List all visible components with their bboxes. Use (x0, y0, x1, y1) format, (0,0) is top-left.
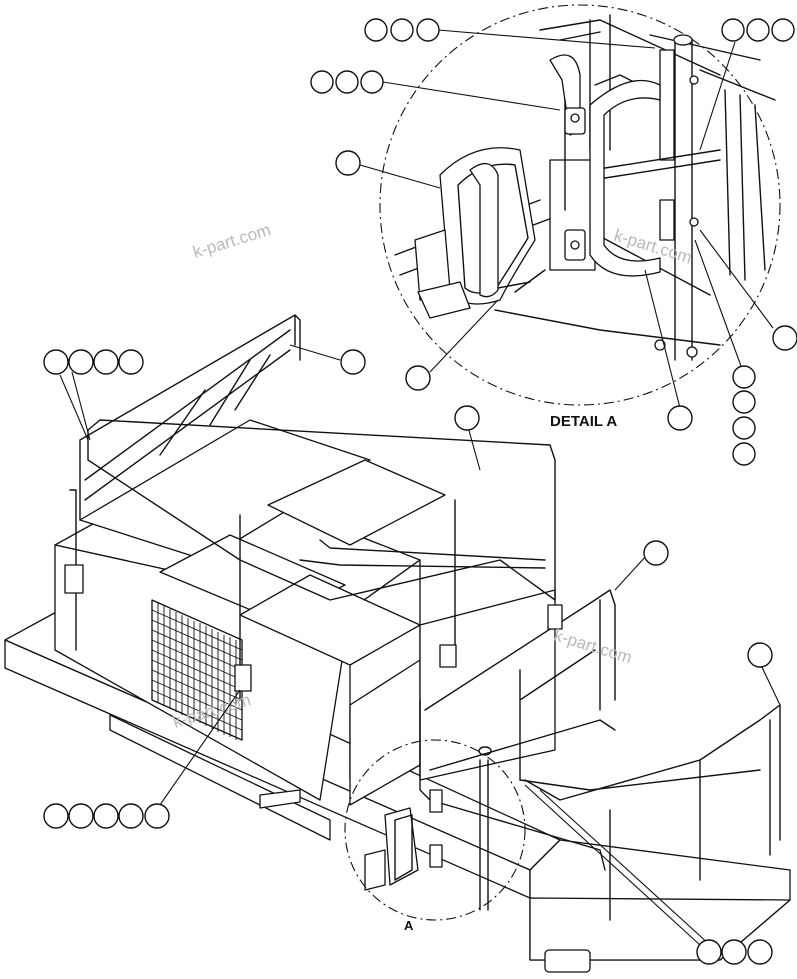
callout-group-detail-upper-left (310, 70, 384, 94)
callout-detail-right (772, 325, 797, 351)
detail-a-title: DETAIL A (550, 413, 617, 430)
cabinet-grille (151, 599, 243, 741)
callout-bubbles (43, 18, 797, 965)
callout-group-detail-top-right (721, 18, 795, 42)
callout-detail-seat (335, 150, 361, 176)
section-marker-a: A (404, 918, 414, 933)
watermark: k-part.com (552, 626, 634, 668)
watermark: k-part.com (191, 220, 273, 262)
callout-group-detail-top (364, 18, 440, 42)
callout-top-handrail (454, 405, 480, 431)
callout-group-detail-stack (732, 365, 756, 466)
callout-group-front-posts (696, 939, 773, 965)
callout-detail-post (667, 405, 693, 431)
callout-detail-bracket (405, 365, 431, 391)
callout-group-rear-rail (43, 349, 144, 375)
callout-front-rail (643, 540, 669, 566)
callout-right-rail (747, 642, 773, 668)
leader-lines (59, 29, 781, 946)
callout-rear-handrail (340, 349, 366, 375)
detail-a-view (379, 4, 781, 406)
section-circle-a: A (344, 739, 526, 933)
callout-group-grille (43, 803, 170, 829)
machine-platform-assembly (4, 314, 791, 973)
